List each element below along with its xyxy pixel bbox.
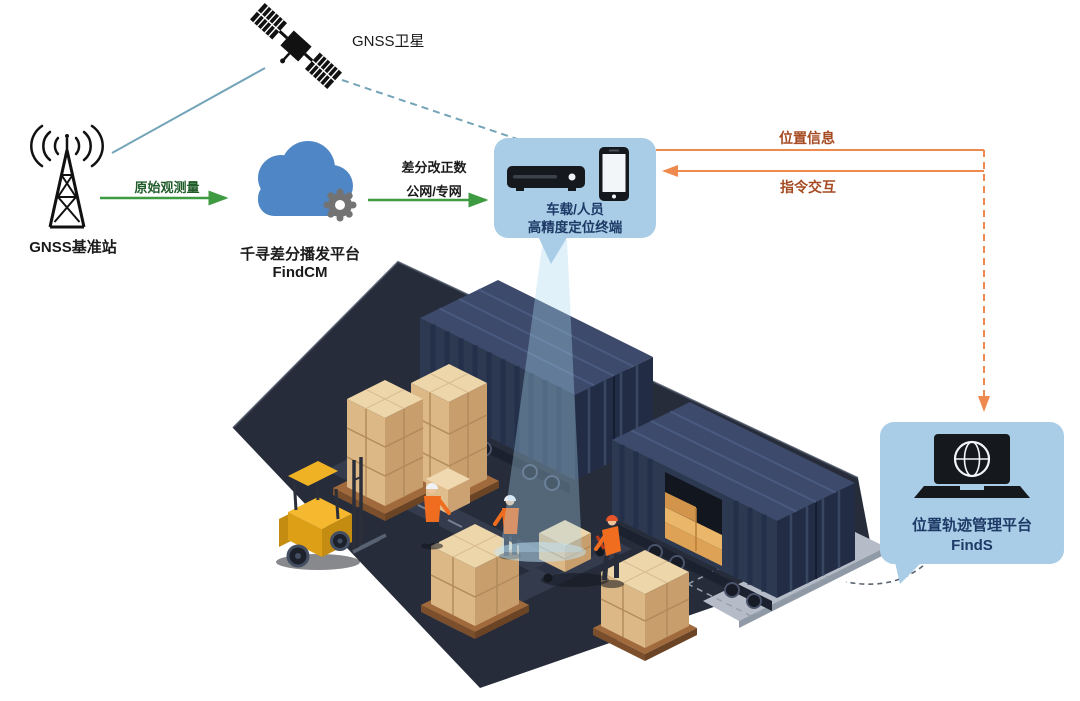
platform-scene-connector xyxy=(845,559,931,585)
satellite-to-terminal-link xyxy=(341,79,521,141)
correction-label-line1: 差分改正数 xyxy=(401,160,467,175)
gear-icon xyxy=(323,188,357,222)
terminal-label-line2: 高精度定位终端 xyxy=(527,220,623,235)
platform-bubble-tail xyxy=(894,558,926,584)
satellite-label: GNSS卫星 xyxy=(352,33,425,50)
forklift xyxy=(276,457,387,570)
satellite-icon xyxy=(249,3,343,89)
cloud-platform-label: 千寻差分播发平台 xyxy=(239,246,360,263)
box-stack-left xyxy=(333,380,437,521)
laptop-globe-icon xyxy=(914,434,1030,498)
vehicle-terminal-icon xyxy=(507,166,585,191)
yard-floor xyxy=(233,262,872,688)
box-stack-middle xyxy=(421,524,529,639)
terminal-bubble: 车载/人员 高精度定位终端 xyxy=(494,138,656,238)
signal-tower-icon xyxy=(30,124,104,229)
satellite-to-base-link xyxy=(111,67,266,154)
raw-observation-label: 原始观测量 xyxy=(134,180,200,195)
platform-bubble: 位置轨迹管理平台 FindS xyxy=(880,422,1064,564)
correction-label-line2: 公网/专网 xyxy=(406,184,462,199)
position-info-label: 位置信息 xyxy=(779,130,835,146)
terminal-label-line1: 车载/人员 xyxy=(546,202,604,217)
globe-icon xyxy=(953,440,991,478)
finds-label: FindS xyxy=(951,537,993,554)
shipping-container-2-open xyxy=(612,402,855,611)
warehouse-scene xyxy=(232,240,886,688)
base-station-label: GNSS基准站 xyxy=(29,239,117,256)
cloud-gear-icon xyxy=(258,141,357,222)
worker-pallet-jack xyxy=(594,515,624,588)
smartphone-icon xyxy=(599,147,629,201)
platform-label: 位置轨迹管理平台 xyxy=(911,517,1032,534)
findcm-label: FindCM xyxy=(272,264,328,281)
positioning-beam xyxy=(494,240,586,562)
terminal-bubble-tail xyxy=(538,236,568,264)
worker-left xyxy=(421,483,451,550)
command-label: 指令交互 xyxy=(780,179,836,195)
